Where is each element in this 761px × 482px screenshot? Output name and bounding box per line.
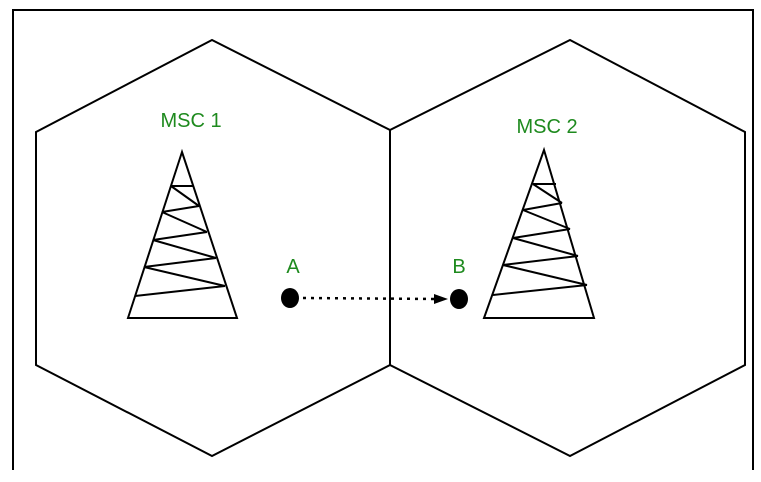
point-b [450, 289, 468, 309]
cell-tower-icon [126, 148, 239, 319]
handover-path [302, 296, 437, 301]
point-label-b: B [452, 256, 465, 278]
cell-label-msc1: MSC 1 [160, 110, 221, 132]
cell-hexagon-msc2 [389, 38, 746, 458]
arrow-icon [434, 294, 448, 304]
cell-label-msc2: MSC 2 [516, 116, 577, 138]
frame-border [12, 9, 754, 470]
point-label-a: A [286, 256, 300, 278]
point-a [281, 288, 299, 308]
cell-tower-icon [482, 146, 596, 319]
